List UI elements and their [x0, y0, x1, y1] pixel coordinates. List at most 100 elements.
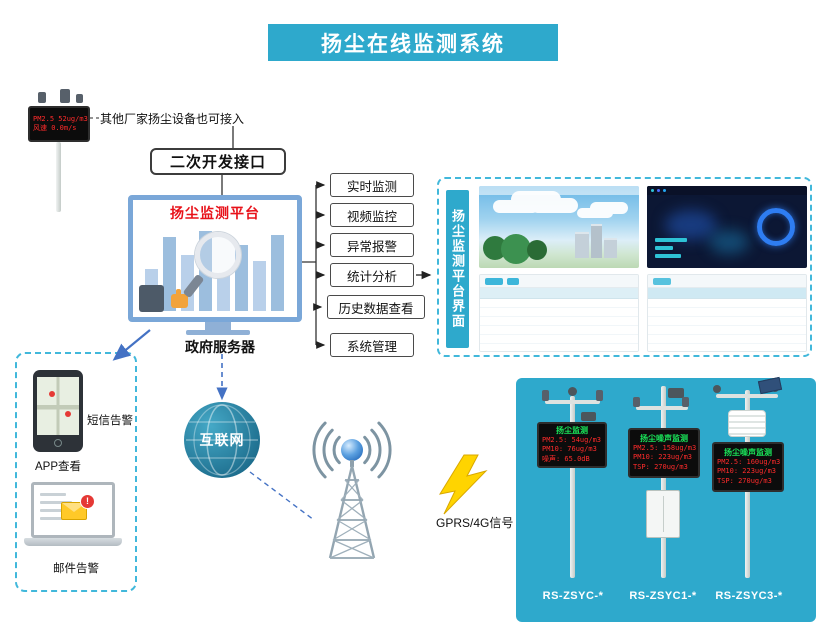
sensor-icon	[542, 390, 549, 401]
table-rows	[648, 299, 806, 351]
camera-icon	[668, 388, 684, 398]
function-box-video-surveillance: 视频监控	[330, 203, 414, 227]
connector-function-trunk	[302, 185, 317, 345]
building-icon	[591, 224, 602, 258]
station-model-label: RS-ZSYC-*	[542, 590, 604, 602]
wifi-waves-left-icon	[312, 421, 341, 479]
signal-tower-icon	[328, 439, 376, 559]
tree-icon	[527, 240, 547, 260]
station-crossarm	[636, 406, 688, 410]
station-model-label: RS-ZSYC1-*	[629, 590, 697, 602]
connector-internet-tower	[249, 471, 315, 521]
function-box-abnormal-alarm: 异常报警	[330, 233, 414, 257]
table-header	[480, 288, 638, 299]
function-box-history-data-view: 历史数据查看	[327, 295, 425, 319]
stat-bar	[655, 254, 681, 258]
device-pole	[56, 142, 61, 212]
client-alerts-panel: 短信告警 APP查看 ! 邮件告警	[15, 352, 137, 592]
device-sensor-icon	[76, 94, 83, 103]
document-line	[40, 509, 62, 512]
map-glow	[709, 230, 749, 254]
table-button	[507, 277, 519, 285]
hand-cursor-icon	[171, 289, 188, 308]
led-line: PM10: 223ug/m3	[633, 453, 693, 462]
tree-icon	[501, 234, 531, 264]
map-pin-icon	[49, 391, 55, 397]
sensor-icon	[682, 397, 689, 407]
table-header	[648, 288, 806, 299]
led-line: 噪声: 65.0dB	[542, 454, 590, 463]
building-icon	[604, 238, 617, 258]
screenshot-scene-view	[479, 186, 639, 268]
device-led-display: PM2.5 52ug/m3 风速 0.0m/s	[28, 106, 90, 142]
louver-shelter-icon	[728, 410, 766, 437]
station-pole	[570, 396, 575, 578]
solar-panel-icon	[757, 376, 783, 395]
cloud-icon	[577, 208, 613, 218]
gauge-ring-icon	[757, 208, 795, 246]
anemometer-icon	[568, 387, 577, 396]
server-box-icon	[139, 285, 164, 312]
led-line: PM2.5: 54ug/m3	[542, 436, 602, 445]
nav-dot	[663, 189, 666, 192]
map-pin-icon	[65, 411, 71, 417]
station-crossarm	[545, 400, 600, 404]
internet-label: 互联网	[199, 432, 245, 448]
document-line	[40, 493, 66, 496]
table-button	[653, 277, 671, 285]
device-sensor-icon	[60, 89, 70, 103]
sensor-icon	[596, 390, 603, 401]
led-line: PM2.5: 160ug/m3	[717, 458, 781, 467]
camera-icon	[581, 412, 596, 421]
led-line: PM2.5: 158ug/m3	[633, 444, 697, 453]
device-led-line: PM2.5 52ug/m3	[33, 114, 88, 123]
cloud-icon	[493, 200, 539, 213]
function-box-realtime-monitoring: 实时监测	[330, 173, 414, 197]
monitor-stand-base	[186, 330, 250, 335]
building-icon	[575, 232, 589, 258]
email-envelope-icon	[61, 502, 87, 520]
document-line	[40, 517, 70, 520]
platform-screen-title: 扬尘监测平台	[170, 205, 260, 221]
stat-bar	[655, 238, 687, 242]
led-line: TSP: 270ug/m3	[717, 476, 772, 485]
device-led-line: 风速 0.0m/s	[33, 124, 77, 132]
led-line: PM10: 76ug/m3	[542, 445, 597, 454]
phone-icon	[33, 370, 83, 452]
external-device-note: 其他厂家扬尘设备也可接入	[100, 112, 245, 126]
station-led-display: 扬尘噪声监测 PM2.5: 158ug/m3 PM10: 223ug/m3 TS…	[628, 428, 700, 478]
stations-panel: 扬尘监测 PM2.5: 54ug/m3 PM10: 76ug/m3 噪声: 65…	[516, 376, 816, 622]
station-led-display: 扬尘监测 PM2.5: 54ug/m3 PM10: 76ug/m3 噪声: 65…	[537, 422, 607, 468]
led-title: 扬尘噪声监测	[724, 447, 772, 457]
sms-alert-label: 短信告警	[87, 415, 133, 427]
screenshot-data-table	[479, 274, 639, 352]
sensor-icon	[633, 397, 640, 407]
globe-grid	[186, 404, 258, 476]
email-alert-label: 邮件告警	[53, 563, 99, 575]
screenshot-data-table	[647, 274, 807, 352]
table-toolbar	[648, 275, 806, 288]
station-led-display: 扬尘噪声监测 PM2.5: 160ug/m3 PM10: 223ug/m3 TS…	[712, 442, 784, 492]
led-line: PM10: 223ug/m3	[717, 467, 777, 476]
document-line	[40, 501, 72, 504]
app-view-label: APP查看	[34, 461, 81, 473]
magnifier-icon	[195, 232, 241, 278]
lightning-icon	[438, 454, 488, 515]
table-toolbar	[480, 275, 638, 288]
internet-globe-icon: 互联网	[184, 402, 260, 478]
bar-chart-illustration	[145, 229, 287, 311]
station-crossarm	[716, 394, 778, 398]
nav-dot	[651, 189, 654, 192]
led-title: 扬尘监测	[556, 425, 588, 435]
nav-dot	[657, 189, 660, 192]
screenshot-nav-bar	[647, 186, 807, 195]
map-glow	[665, 210, 717, 240]
stat-bar	[655, 246, 673, 250]
function-box-system-management: 系统管理	[330, 333, 414, 357]
government-server-label: 政府服务器	[185, 339, 255, 355]
led-line: TSP: 270ug/m3	[633, 462, 688, 471]
anemometer-icon	[713, 385, 721, 393]
platform-monitor: 扬尘监测平台	[128, 195, 302, 322]
control-cabinet	[646, 490, 680, 538]
